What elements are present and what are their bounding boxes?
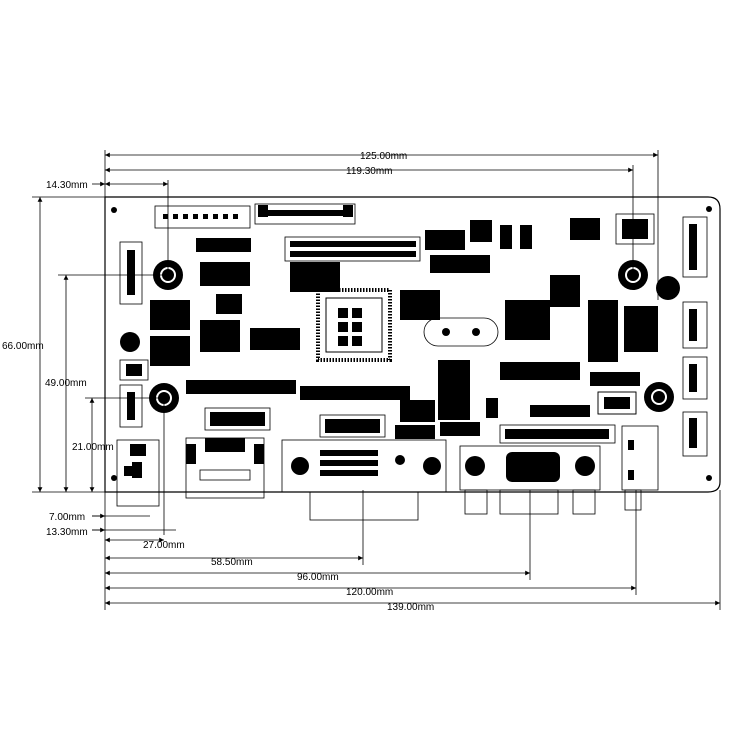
power-jack: [116, 439, 160, 507]
hdmi-connector: [185, 437, 265, 499]
dvi-connector: [281, 439, 447, 521]
dim-label-66: 66.00mm: [2, 341, 44, 352]
dim-label-27: 27.00mm: [143, 540, 185, 551]
dim-label-49: 49.00mm: [45, 378, 87, 389]
right-connectors: [597, 213, 708, 457]
top-connectors: [154, 203, 421, 262]
left-connectors: [119, 241, 149, 428]
dimension-lines: [32, 150, 721, 610]
dim-label-125: 125.00mm: [360, 151, 407, 162]
dim-label-14: 14.30mm: [46, 180, 88, 191]
dim-label-119: 119.30mm: [346, 166, 393, 177]
mounting-hole: [644, 382, 674, 412]
smd-components: [150, 218, 658, 439]
dim-label-21: 21.00mm: [72, 442, 114, 453]
dimension-labels: 125.00mm 119.30mm 14.30mm 66.00mm 49.00m…: [2, 151, 434, 613]
dim-label-7: 7.00mm: [49, 512, 85, 523]
pin-headers: [204, 391, 637, 444]
dim-label-139: 139.00mm: [387, 602, 434, 613]
crystal: [423, 317, 499, 347]
main-ic: [316, 288, 392, 362]
dim-label-13: 13.30mm: [46, 527, 88, 538]
dim-label-120: 120.00mm: [346, 587, 393, 598]
dim-label-96: 96.00mm: [297, 572, 339, 583]
audio-jack: [621, 425, 659, 511]
dim-label-58: 58.50mm: [211, 557, 253, 568]
